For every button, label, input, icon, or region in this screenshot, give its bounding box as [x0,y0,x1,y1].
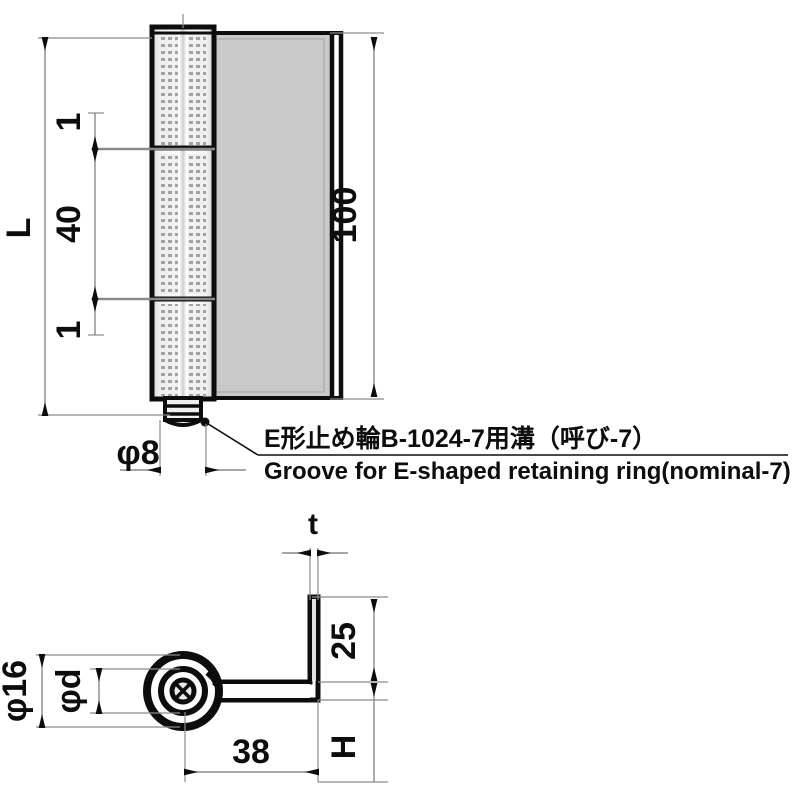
dimension-label-100: 100 [326,187,364,244]
dimension-label-gap-bottom: 1 [50,321,88,340]
dimension-label-phi16: φ16 [0,660,34,722]
dimension-label-H: H [325,735,363,760]
dimension-phid: φd [50,668,180,714]
dimension-t: t [282,508,348,600]
dimension-H: H [318,683,388,783]
dimension-40: 40 [50,147,215,301]
dimension-label-25: 25 [325,622,363,660]
dimension-label-gap-top: 1 [50,113,88,132]
dimension-phi16: φ16 [0,654,180,728]
note-japanese: E形止め輪B-1024-7用溝（呼び-7） [264,424,657,453]
front-view-leaf-plate [210,31,344,400]
dimension-25: 25 [312,596,388,683]
dimension-L: L [0,37,170,416]
front-view-knuckle-bottom [149,296,217,402]
dimension-phi8: φ8 [116,420,246,476]
dimension-label-L: L [0,218,38,239]
dimension-gap-top: 1 [50,112,104,150]
dimension-label-t: t [308,508,318,541]
note-english: Groove for E-shaped retaining ring(nomin… [264,458,791,485]
front-view: L 40 1 1 [0,14,791,485]
dimension-label-phi8: φ8 [116,434,159,472]
dimension-label-38: 38 [232,733,270,771]
dimension-100: 100 [326,32,384,400]
front-view-pin-with-groove [163,396,788,456]
dimension-38: 38 [184,700,319,782]
note-retaining-ring: E形止め輪B-1024-7用溝（呼び-7） Groove for E-shape… [264,424,791,485]
side-view-knuckle-circle [143,651,223,731]
dimension-label-40: 40 [50,205,88,243]
dimension-gap-bottom: 1 [50,298,104,340]
front-view-knuckle-middle [149,145,217,303]
dimension-label-phid: φd [50,668,88,713]
side-view: φ16 φd 38 25 [0,508,388,783]
front-view-knuckle-top [149,24,217,152]
